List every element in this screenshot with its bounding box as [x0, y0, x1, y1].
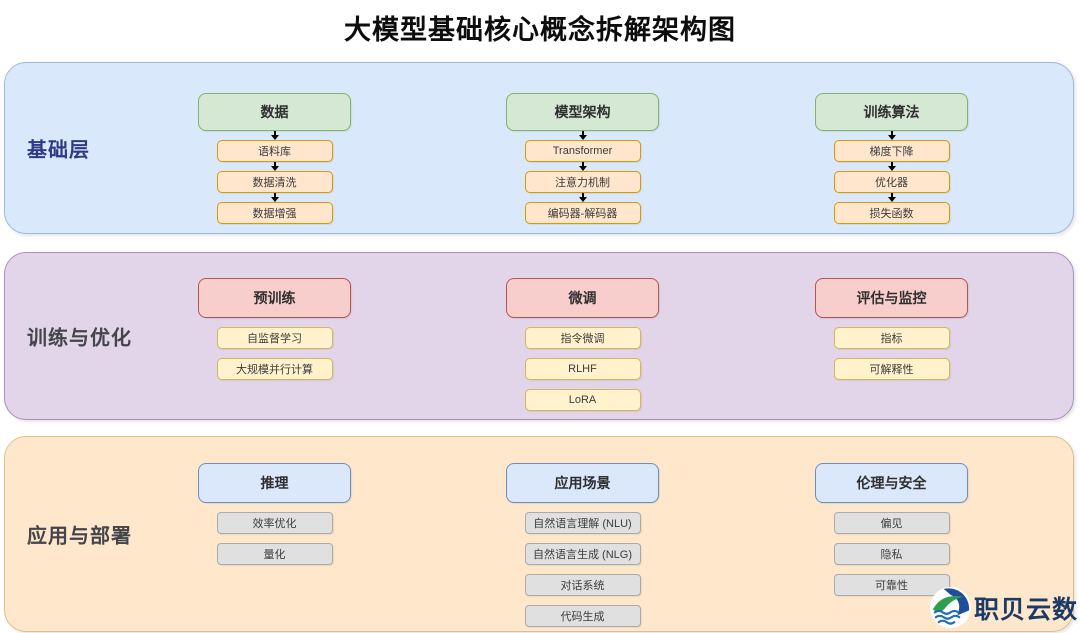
concept-item: 对话系统 [524, 574, 641, 596]
group-data: 数据 语料库 数据清洗 数据增强 [198, 93, 351, 224]
down-arrow-icon [577, 131, 589, 140]
down-arrow-icon [577, 162, 589, 171]
concept-item: 自然语言生成 (NLG) [524, 543, 641, 565]
group-header-pretraining: 预训练 [198, 278, 351, 318]
group-inference: 推理 效率优化 量化 [198, 463, 351, 565]
down-arrow-icon [269, 162, 281, 171]
group-header-ethics-safety: 伦理与安全 [815, 463, 968, 503]
group-finetuning: 微调 指令微调 RLHF LoRA [506, 278, 659, 411]
group-pretraining: 预训练 自监督学习 大规模并行计算 [198, 278, 351, 380]
down-arrow-icon [269, 131, 281, 140]
down-arrow-icon [886, 193, 898, 202]
concept-item: 指标 [833, 327, 950, 349]
concept-item: 量化 [216, 543, 333, 565]
group-header-inference: 推理 [198, 463, 351, 503]
group-evaluation-monitoring: 评估与监控 指标 可解释性 [815, 278, 968, 380]
watermark-logo: 职贝云数 [929, 586, 1078, 629]
concept-item: RLHF [524, 358, 641, 380]
layer-training-optimization: 训练与优化 预训练 自监督学习 大规模并行计算 微调 指令微调 RLHF LoR… [4, 252, 1074, 420]
down-arrow-icon [577, 193, 589, 202]
group-header-evaluation-monitoring: 评估与监控 [815, 278, 968, 318]
concept-item: 代码生成 [524, 605, 641, 627]
concept-item: 指令微调 [524, 327, 641, 349]
concept-item: 语料库 [216, 140, 333, 162]
group-ethics-safety: 伦理与安全 偏见 隐私 可靠性 [815, 463, 968, 596]
group-header-training-algorithm: 训练算法 [815, 93, 968, 131]
concept-item: 自监督学习 [216, 327, 333, 349]
concept-item: Transformer [524, 140, 641, 162]
down-arrow-icon [886, 131, 898, 140]
layer-foundation: 基础层 数据 语料库 数据清洗 数据增强 模型架构 Transformer 注意… [4, 62, 1074, 234]
group-training-algorithm: 训练算法 梯度下降 优化器 损失函数 [815, 93, 968, 224]
down-arrow-icon [886, 162, 898, 171]
concept-item: 编码器-解码器 [524, 202, 641, 224]
concept-item: 效率优化 [216, 512, 333, 534]
layer-application-deployment-label: 应用与部署 [27, 525, 132, 548]
group-header-model-architecture: 模型架构 [506, 93, 659, 131]
layer-application-deployment: 应用与部署 推理 效率优化 量化 应用场景 自然语言理解 (NLU) 自然语言生… [4, 436, 1074, 632]
group-model-architecture: 模型架构 Transformer 注意力机制 编码器-解码器 [506, 93, 659, 224]
group-header-data: 数据 [198, 93, 351, 131]
group-header-finetuning: 微调 [506, 278, 659, 318]
logo-text: 职贝云数 [973, 595, 1078, 624]
group-application-scenarios: 应用场景 自然语言理解 (NLU) 自然语言生成 (NLG) 对话系统 代码生成 [506, 463, 659, 627]
down-arrow-icon [269, 193, 281, 202]
concept-item: 自然语言理解 (NLU) [524, 512, 641, 534]
concept-item: 损失函数 [833, 202, 950, 224]
group-header-application-scenarios: 应用场景 [506, 463, 659, 503]
concept-item: 优化器 [833, 171, 950, 193]
concept-item: LoRA [524, 389, 641, 411]
layer-foundation-label: 基础层 [27, 139, 90, 162]
concept-item: 数据增强 [216, 202, 333, 224]
diagram-title: 大模型基础核心概念拆解架构图 [344, 15, 736, 45]
concept-item: 注意力机制 [524, 171, 641, 193]
concept-item: 大规模并行计算 [216, 358, 333, 380]
concept-item: 可靠性 [833, 574, 950, 596]
concept-item: 数据清洗 [216, 171, 333, 193]
concept-item: 隐私 [833, 543, 950, 565]
layer-training-optimization-label: 训练与优化 [27, 327, 132, 350]
globe-wave-icon [929, 586, 972, 629]
concept-item: 偏见 [833, 512, 950, 534]
concept-item: 梯度下降 [833, 140, 950, 162]
concept-item: 可解释性 [833, 358, 950, 380]
